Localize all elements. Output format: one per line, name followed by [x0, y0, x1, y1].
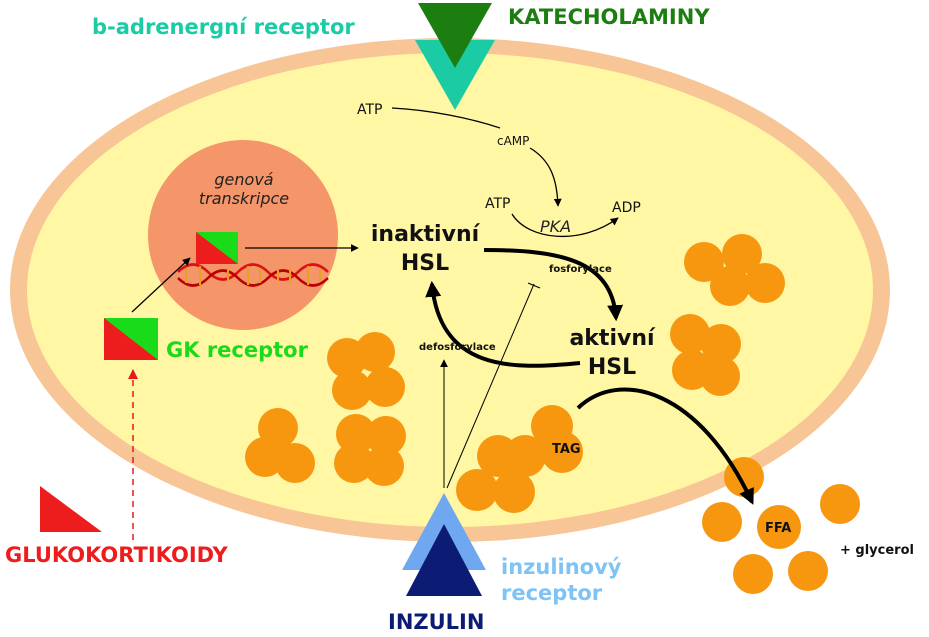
gk-to-nucleus-arrow: [131, 257, 191, 313]
atp-mid-label: ATP: [485, 196, 510, 212]
lipid-droplet-icon: [245, 234, 860, 594]
active-hsl-label-2: HSL: [588, 355, 636, 380]
insulin-receptor-label-2: receptor: [501, 581, 603, 605]
adp-label: ADP: [612, 200, 641, 216]
gene-transcription-label-1: genová: [214, 170, 273, 189]
tag-label: TAG: [552, 442, 581, 457]
camp-to-pka-arrow: [529, 147, 562, 207]
ffa-label: FFA: [765, 521, 791, 536]
pka-label: PKA: [540, 217, 571, 236]
camp-label: cAMP: [497, 134, 529, 148]
glucocorticoids-label: GLUKOKORTIKOIDY: [5, 543, 229, 567]
catecholamines-label: KATECHOLAMINY: [508, 5, 710, 29]
nuclear-gk-receptor-icon: [196, 232, 238, 264]
insulin-inhibition-line: [446, 283, 535, 489]
dna-helix-icon: [177, 263, 329, 287]
phosphorylation-arrow: [483, 248, 624, 322]
dephosphorylation-label: defosforylace: [419, 342, 496, 353]
dephosphorylation-arrow: [425, 280, 581, 368]
nucleus: [148, 140, 338, 330]
atp-to-adp-arrow: [511, 213, 619, 237]
phosphorylation-label: fosforylace: [549, 264, 612, 275]
glucocorticoid-triangle-icon: [40, 486, 102, 532]
insulin-inhibition-bar: [527, 282, 541, 289]
gk-receptor-icon: [104, 318, 158, 360]
gk-receptor-label: GK receptor: [166, 338, 309, 362]
beta-receptor-label: b-adrenergní receptor: [92, 15, 355, 39]
inactive-hsl-label-2: HSL: [401, 251, 449, 276]
insulin-receptor-label-1: inzulinový: [501, 555, 622, 579]
catecholamine-triangle-icon: [418, 3, 492, 68]
insulin-triangle-icon: [406, 524, 482, 596]
active-hsl-label-1: aktivní: [569, 326, 656, 351]
beta-receptor-triangle-icon: [415, 40, 495, 110]
gene-transcription-label-2: transkripce: [199, 189, 289, 208]
glycerol-label: + glycerol: [840, 543, 914, 558]
insulin-label: INZULIN: [388, 610, 484, 634]
atp-top-label: ATP: [357, 102, 382, 118]
atp-to-camp-path: [391, 107, 501, 129]
inactive-hsl-label-1: inaktivní: [371, 222, 481, 247]
tag-to-ffa-arrow: [576, 387, 754, 505]
